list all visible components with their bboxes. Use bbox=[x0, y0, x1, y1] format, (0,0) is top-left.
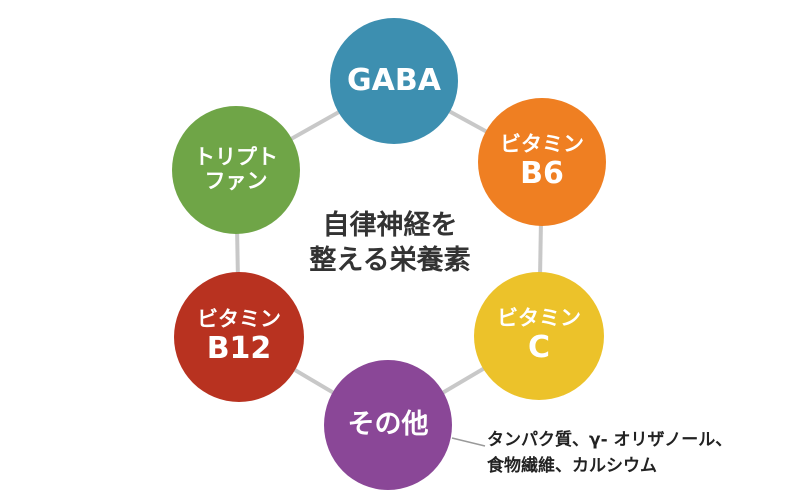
node-vitamin-b12: ビタミン B12 bbox=[174, 272, 304, 402]
center-title-line1: 自律神経を bbox=[322, 210, 458, 241]
note-line1: タンパク質、γ- オリザノール、 bbox=[487, 430, 733, 450]
node-other: その他 bbox=[324, 360, 452, 490]
node-gaba: GABA bbox=[330, 18, 458, 144]
node-vitamin-c-line2: C bbox=[527, 329, 551, 365]
node-vitamin-b6-line2: B6 bbox=[520, 155, 564, 191]
node-vitamin-c: ビタミン C bbox=[474, 272, 604, 400]
node-other-label: その他 bbox=[347, 408, 429, 440]
other-nutrients-note: タンパク質、γ- オリザノール、 食物繊維、カルシウム bbox=[487, 428, 732, 479]
node-tryptophan-line1: トリプト bbox=[194, 145, 278, 170]
node-vitamin-c-line1: ビタミン bbox=[497, 306, 581, 331]
node-vitamin-b12-line2: B12 bbox=[206, 330, 272, 366]
node-vitamin-b6-line1: ビタミン bbox=[500, 132, 584, 157]
note-line2: 食物繊維、カルシウム bbox=[487, 455, 657, 476]
center-title-line2: 整える栄養素 bbox=[309, 245, 471, 277]
node-tryptophan-line2: ファン bbox=[204, 169, 268, 193]
node-vitamin-b6: ビタミン B6 bbox=[478, 98, 606, 226]
node-gaba-label: GABA bbox=[347, 63, 441, 99]
note-leader-line bbox=[451, 437, 486, 447]
center-title: 自律神経を 整える栄養素 bbox=[300, 208, 480, 278]
node-tryptophan: トリプト ファン bbox=[172, 106, 300, 234]
node-vitamin-b12-line1: ビタミン bbox=[197, 307, 281, 332]
